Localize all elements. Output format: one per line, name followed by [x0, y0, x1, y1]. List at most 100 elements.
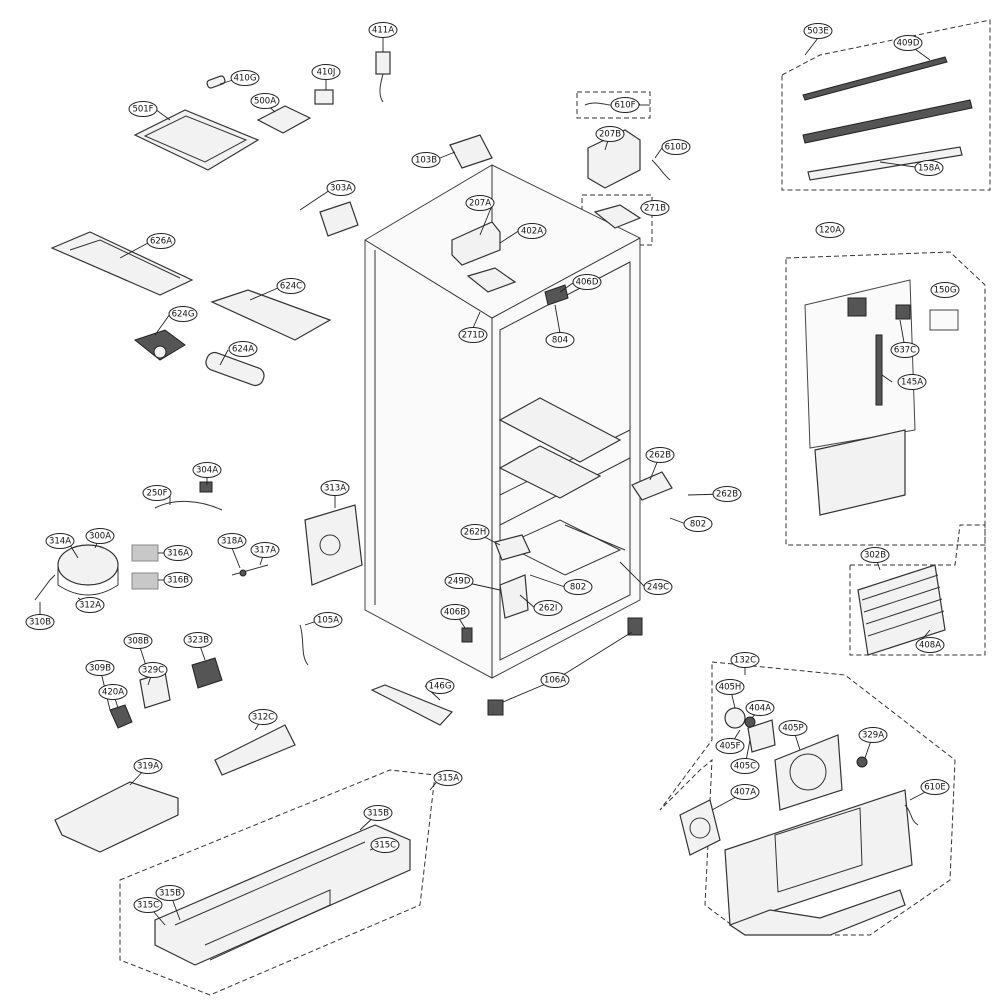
- callout-bubble: [45, 533, 75, 549]
- callout-302b: 302B: [860, 547, 890, 563]
- part-409D-strip: [802, 56, 948, 101]
- callout-label: 262H: [464, 528, 487, 538]
- callout-610d: 610D: [661, 139, 691, 155]
- callout-bubble: [326, 180, 356, 196]
- callout-bubble: [313, 612, 343, 628]
- callout-bubble: [858, 727, 888, 743]
- callout-label: 312A: [79, 601, 101, 611]
- callout-bubble: [228, 341, 258, 357]
- callout-405p: 405P: [778, 720, 808, 736]
- callout-610f: 610F: [610, 97, 640, 113]
- callout-label: 132C: [734, 656, 756, 666]
- callout-250f: 250F: [142, 485, 172, 501]
- callout-label: 145A: [901, 378, 923, 388]
- callout-label: 120A: [819, 226, 841, 236]
- callout-106a: 106A: [540, 672, 570, 688]
- part-249-brackets: [494, 524, 626, 619]
- part-410J-relay: [314, 89, 334, 105]
- callout-label: 262I: [539, 604, 558, 614]
- callout-label: 316B: [167, 576, 189, 586]
- callout-label: 323B: [187, 636, 209, 646]
- callout-bubble: [540, 672, 570, 688]
- callout-bubble: [440, 604, 470, 620]
- callout-bubble: [75, 597, 105, 613]
- callout-label: 315B: [367, 809, 389, 819]
- callout-bubble: [897, 374, 927, 390]
- part-120A-door-panel: [804, 279, 959, 516]
- callout-132c: 132C: [730, 652, 760, 668]
- callout-207b: 207B: [595, 126, 625, 142]
- callout-label: 309B: [89, 664, 111, 674]
- part-405-fan-motor: [724, 707, 776, 753]
- callout-bubble: [98, 684, 128, 700]
- callout-802-a: 802: [683, 516, 713, 532]
- callout-406b: 406B: [440, 604, 470, 620]
- part-410G-fuse: [206, 75, 226, 89]
- callout-bubble: [363, 805, 393, 821]
- part-624C-tray: [210, 289, 332, 341]
- callout-bubble: [778, 720, 808, 736]
- callout-label: 250F: [146, 489, 167, 499]
- callout-label: 158A: [918, 164, 940, 174]
- callout-bubble: [815, 222, 845, 238]
- part-624G-motor: [133, 329, 186, 361]
- callout-271d: 271D: [458, 327, 488, 343]
- callout-bubble: [142, 485, 172, 501]
- callout-610e: 610E: [920, 779, 950, 795]
- callout-bubble: [730, 652, 760, 668]
- callout-bubble: [168, 306, 198, 322]
- part-312C-tray: [214, 724, 296, 776]
- callout-bubble: [915, 637, 945, 653]
- callout-308b: 308B: [123, 633, 153, 649]
- callout-bubble: [370, 837, 400, 853]
- callout-bubble: [133, 758, 163, 774]
- callout-label: 503E: [807, 27, 829, 37]
- callout-410j: 410J: [311, 64, 341, 80]
- part-406B-switch: [461, 627, 473, 643]
- callout-label: 317A: [254, 546, 276, 556]
- group-outline-fan-assembly: [659, 661, 956, 936]
- callout-label: 316A: [167, 549, 189, 559]
- callout-503e: 503E: [803, 23, 833, 39]
- callout-626a: 626A: [146, 233, 176, 249]
- callout-271b: 271B: [640, 200, 670, 216]
- callout-409d: 409D: [893, 35, 923, 51]
- callout-bubble: [730, 758, 760, 774]
- callout-label: 404A: [749, 704, 771, 714]
- part-315A-machine-cover: [154, 824, 411, 966]
- callout-label: 407A: [734, 788, 756, 798]
- callout-402a: 402A: [517, 223, 547, 239]
- callout-label: 315B: [159, 889, 181, 899]
- part-329A-fan-blade: [856, 756, 868, 768]
- callout-802-b: 802: [563, 579, 593, 595]
- part-300A-compressor: [57, 544, 119, 596]
- group-outline-right-panel: [785, 251, 986, 546]
- part-310B-pipe: [34, 574, 56, 601]
- callout-bubble: [460, 524, 490, 540]
- callout-bubble: [183, 632, 213, 648]
- callout-bubble: [745, 700, 775, 716]
- callout-bubble: [458, 327, 488, 343]
- callout-500a: 500A: [250, 93, 280, 109]
- callout-420a: 420A: [98, 684, 128, 700]
- part-407A-fan: [679, 799, 721, 856]
- callout-bubble: [545, 332, 575, 348]
- part-316B-block: [131, 572, 159, 590]
- callout-bubble: [146, 233, 176, 249]
- callout-label: 302B: [864, 551, 886, 561]
- callout-262b-a: 262B: [645, 447, 675, 463]
- callout-501f: 501F: [128, 101, 158, 117]
- callout-label: 303A: [330, 184, 352, 194]
- callout-bubble: [444, 573, 474, 589]
- callout-labels: 411A410G410J501F500A103B303A626A624C624G…: [25, 22, 960, 913]
- callout-103b: 103B: [411, 152, 441, 168]
- callout-label: 329C: [142, 666, 164, 676]
- part-405P-fan-housing: [774, 734, 843, 811]
- callout-bubble: [250, 542, 280, 558]
- callout-label: 802: [570, 583, 586, 593]
- callout-bubble: [133, 897, 163, 913]
- callout-bubble: [643, 579, 673, 595]
- callout-405f: 405F: [715, 738, 745, 754]
- part-158A-panel: [807, 146, 963, 181]
- callout-804: 804: [545, 332, 575, 348]
